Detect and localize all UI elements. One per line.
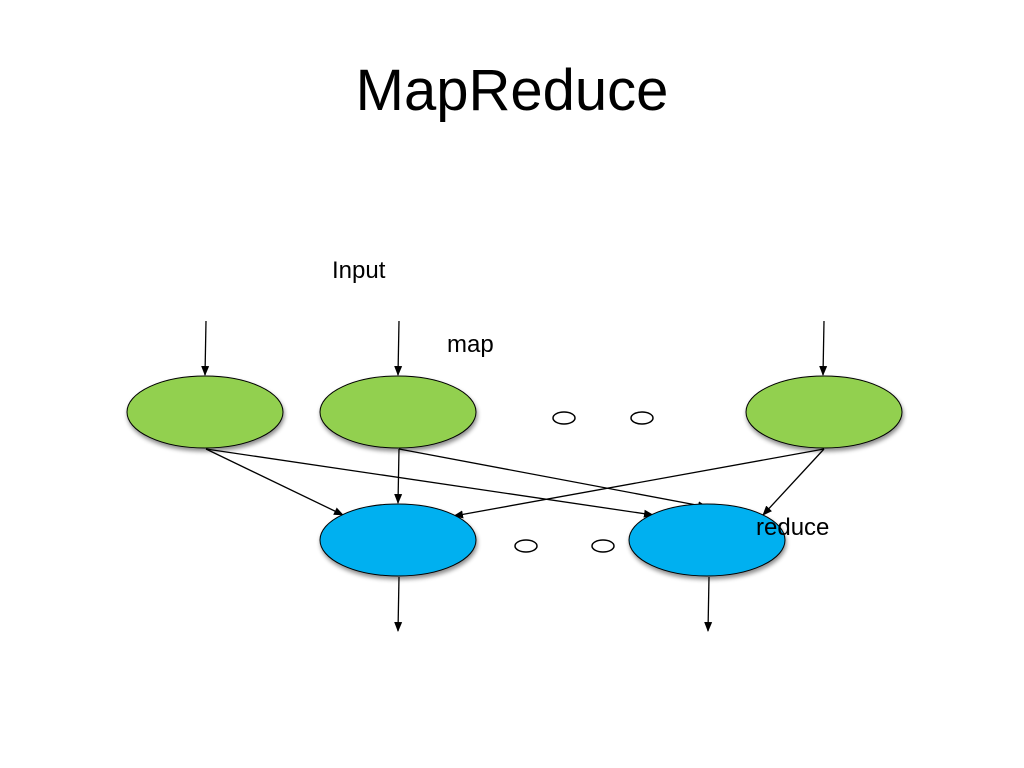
slide-title: MapReduce: [355, 58, 669, 123]
output-arrow-2: [704, 576, 713, 632]
input-arrow-1: [201, 320, 210, 376]
map-node-3: [745, 375, 903, 449]
reduce-ellipsis-dot-2: [591, 539, 615, 553]
input-arrow-2: [394, 320, 403, 376]
map-node-2: [319, 375, 477, 449]
reduce-node-1: [319, 503, 477, 577]
reduce-label: reduce: [756, 514, 830, 541]
output-arrow-1: [394, 576, 403, 632]
map-ellipsis-dot-1: [552, 411, 576, 425]
reduce-node-2: [628, 503, 786, 577]
reduce-ellipsis-dot-1: [514, 539, 538, 553]
map-label: map: [447, 331, 494, 358]
shuffle-arrow-m3-r2: [762, 448, 825, 516]
map-node-1: [126, 375, 284, 449]
shuffle-arrow-m1-r2: [205, 448, 654, 518]
shuffle-arrow-m2-r2: [398, 448, 708, 510]
shuffle-arrow-m3-r1: [453, 448, 825, 519]
input-label: Input: [332, 257, 386, 284]
map-ellipsis-dot-2: [630, 411, 654, 425]
input-arrow-3: [819, 320, 828, 376]
shuffle-arrow-m2-r1: [394, 448, 403, 504]
shuffle-arrow-m1-r1: [205, 448, 344, 516]
